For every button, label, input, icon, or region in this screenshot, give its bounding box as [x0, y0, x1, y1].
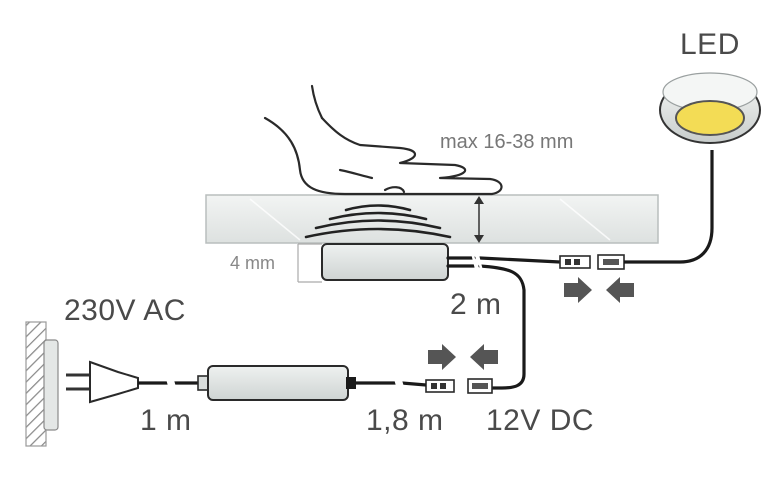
connector-icon [559, 254, 625, 270]
sensor-cable [446, 256, 562, 390]
thickness-label: max 16-38 mm [440, 131, 574, 153]
wall-socket-icon [25, 321, 59, 447]
gap-dimension [297, 243, 322, 283]
plug-icon [66, 360, 139, 404]
led-cable [624, 150, 714, 264]
connector-icon [425, 378, 493, 394]
led-spot-icon [659, 72, 761, 144]
sensor-box [321, 243, 449, 281]
mains-voltage-label: 230V AC [64, 294, 186, 327]
cable-mains-label: 1 m [140, 404, 192, 437]
led-label: LED [680, 28, 740, 61]
thickness-dimension [474, 196, 484, 243]
sensor-wave-icon [304, 204, 452, 239]
worktop-panel [205, 194, 659, 244]
arrow-icon [428, 344, 498, 370]
cable-adapter-label: 1,8 m [366, 404, 444, 437]
mains-cable [138, 381, 427, 387]
power-adapter [197, 365, 356, 401]
dc-voltage-label: 12V DC [486, 404, 595, 437]
cable-sensor-label: 2 m [450, 288, 502, 321]
gap-label: 4 mm [230, 253, 275, 273]
hand-icon [263, 84, 503, 196]
arrow-icon [564, 277, 634, 303]
